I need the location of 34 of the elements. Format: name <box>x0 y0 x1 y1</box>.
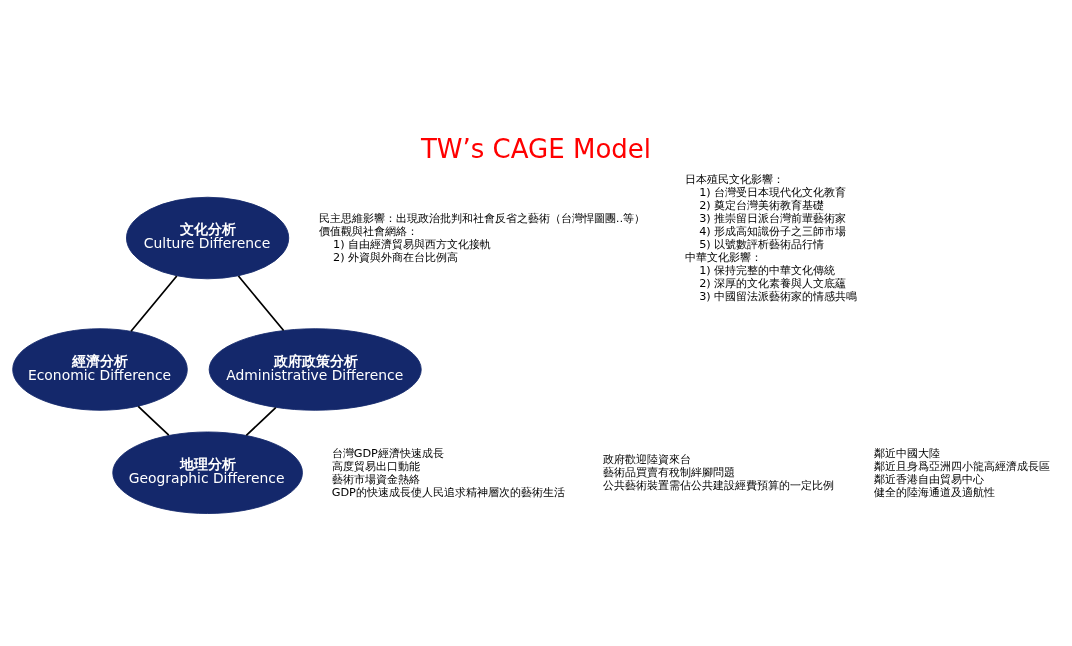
label: 1) 台灣受日本現代化文化教育 <box>699 185 847 199</box>
label: 鄰近且身爲亞洲四小龍高經濟成長區 <box>874 459 1050 473</box>
label: 4) 形成高知識份子之三師市場 <box>699 224 847 238</box>
label: 1) 自由經濟貿易與西方文化接軌 <box>332 237 492 251</box>
label: 藝術市場資金熱絡 <box>331 472 420 486</box>
connector <box>245 406 277 436</box>
connector <box>130 274 178 332</box>
label: GDP的快速成長使人民追求精神層次的藝術生活 <box>331 485 565 499</box>
label: 日本殖民文化影響： <box>684 172 784 186</box>
node-ellipse: 政府政策分析 Administrative Difference <box>208 327 422 411</box>
label: 2) 深厚的文化素養與人文底蘊 <box>699 276 847 290</box>
node-ellipse: 經濟分析 Economic Difference <box>12 327 188 411</box>
node-ellipse: 地理分析 Geographic Difference <box>112 431 303 514</box>
label: 價值觀與社會網絡： <box>318 224 418 238</box>
diagram-title: TW’s CAGE Model <box>420 133 652 164</box>
connector <box>237 274 285 331</box>
node-ellipse: 文化分析 Culture Difference <box>126 196 290 279</box>
label: 健全的陸海通道及適航性 <box>874 485 995 499</box>
label: 政府歡迎陸資來台 <box>603 452 692 466</box>
label: 民主思維影響：出現政治批判和社會反省之藝術（台灣悍圖團‥等） <box>318 211 646 225</box>
label: 1) 保持完整的中華文化傳統 <box>699 263 836 277</box>
label: 2) 奠定台灣美術教育基礎 <box>699 198 825 212</box>
label: 台灣GDP經濟快速成長 <box>331 446 444 460</box>
label: 鄰近中國大陸 <box>874 446 940 460</box>
label: 中華文化影響： <box>684 250 762 264</box>
label: 5) 以號數評析藝術品行情 <box>699 237 825 251</box>
label: 3) 中國留法派藝術家的情感共鳴 <box>699 289 858 303</box>
label: 公共藝術裝置需佔公共建設經費預算的一定比例 <box>603 478 835 492</box>
connector <box>137 405 170 436</box>
label: 高度貿易出口動能 <box>331 459 420 473</box>
label: 2) 外資與外商在台比例高 <box>332 250 459 264</box>
label: 藝術品買賣有稅制絆腳問題 <box>603 465 736 479</box>
label: 3) 推崇留日派台灣前輩藝術家 <box>699 211 847 225</box>
label: 鄰近香港自由貿易中心 <box>874 472 984 486</box>
